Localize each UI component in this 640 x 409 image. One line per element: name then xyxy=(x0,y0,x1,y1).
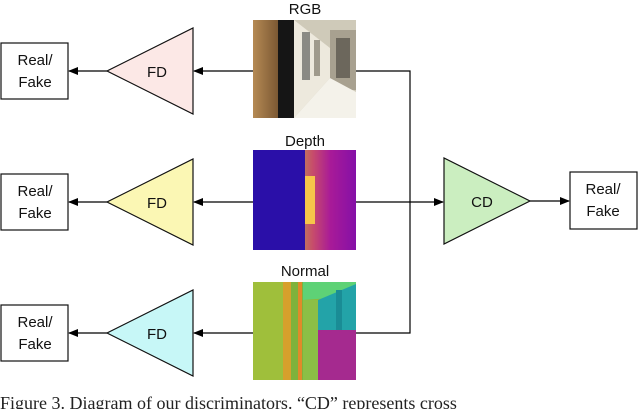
normal-output-line1: Real/ xyxy=(17,314,53,331)
cd-output-box xyxy=(569,171,638,230)
rgb-to-cd-connector xyxy=(356,70,411,202)
figure-caption: Figure 3. Diagram of our discriminators.… xyxy=(0,393,457,409)
cd-triangle xyxy=(443,157,532,245)
normal-output-box xyxy=(0,304,69,362)
depth-output-line1: Real/ xyxy=(17,183,53,200)
cd-label: CD xyxy=(471,194,493,211)
normal-output-line2: Fake xyxy=(18,336,51,353)
normal-image xyxy=(253,282,356,380)
rgb-output-line2: Fake xyxy=(18,74,51,91)
normal-label: Normal xyxy=(281,263,329,280)
depth-output-line2: Fake xyxy=(18,205,51,222)
normal-to-cd-connector xyxy=(356,202,411,334)
depth-branch: Depth FD Real/ Fake xyxy=(0,133,356,250)
depth-image xyxy=(253,150,356,250)
rgb-output-line1: Real/ xyxy=(17,52,53,69)
cd-output-line2: Fake xyxy=(586,203,619,220)
cross-branch: CD Real/ Fake xyxy=(356,70,638,334)
depth-output-box xyxy=(0,173,69,231)
rgb-branch: RGB FD Real/ Fake xyxy=(0,1,356,118)
depth-label: Depth xyxy=(285,133,325,150)
rgb-fd-label: FD xyxy=(147,64,167,81)
depth-fd-label: FD xyxy=(147,195,167,212)
rgb-label: RGB xyxy=(289,1,322,18)
normal-branch: Normal FD Real/ Fake xyxy=(0,263,356,380)
normal-fd-label: FD xyxy=(147,326,167,343)
rgb-image xyxy=(253,20,356,118)
rgb-output-box xyxy=(0,42,69,100)
cd-output-line1: Real/ xyxy=(585,181,621,198)
